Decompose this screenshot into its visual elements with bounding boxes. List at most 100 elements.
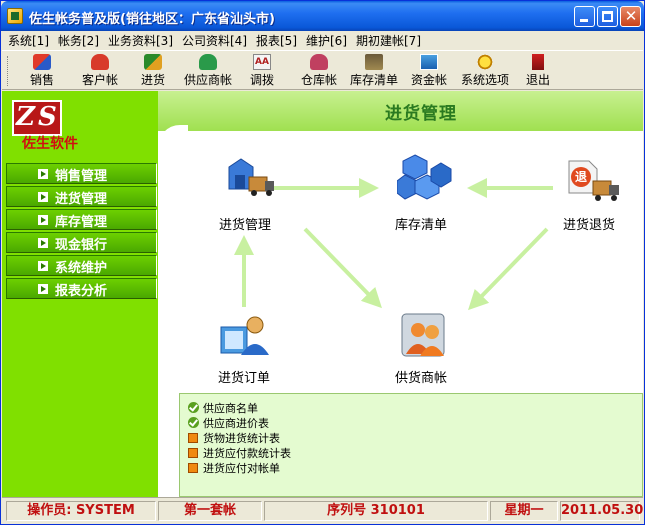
status-weekday: 星期一 [490, 501, 558, 521]
purchase-icon [144, 54, 162, 70]
customer-account-icon [91, 54, 109, 70]
page-title: 进货管理 [385, 104, 457, 124]
warehouse-account-icon [310, 54, 328, 70]
toolbar-exit-label: 退出 [525, 73, 550, 87]
maximize-button[interactable] [597, 6, 618, 27]
toolbar-warehouse-account-button[interactable]: 仓库帐 [296, 54, 342, 88]
sidebar: Z S 佐生软件 销售管理 进货管理 库存管理 现金银行 系统维 [2, 91, 158, 497]
toolbar-customer-account-label: 客户帐 [81, 73, 118, 87]
return-truck-icon [568, 160, 619, 201]
menu-opening-setup[interactable]: 期初建帐[7] [356, 34, 421, 48]
report-link-goods-purchase-stats[interactable]: 货物进货统计表 [188, 431, 280, 445]
app-icon[interactable] [7, 8, 23, 24]
flow-label-order[interactable]: 进货订单 [218, 371, 271, 386]
sidebar-item-sales[interactable]: 销售管理 [6, 163, 157, 184]
logo-letter-s: S [38, 102, 57, 132]
toolbar-grip[interactable] [7, 56, 10, 86]
menu-accounts[interactable]: 帐务[2] [58, 34, 99, 48]
sidebar-item-label: 现金银行 [55, 238, 108, 253]
status-book: 第一套帐 [158, 501, 262, 521]
flow-node-supplier[interactable] [400, 312, 450, 360]
report-link-payables-statement[interactable]: 进货应付对帐单 [188, 461, 280, 475]
menu-bar: 系统[1] 帐务[2] 业务资料[3] 公司资料[4] 报表[5] 维护[6] … [2, 31, 643, 50]
toolbar-supplier-account-button[interactable]: 供应商帐 [182, 54, 234, 88]
report-label: 进货应付款统计表 [203, 446, 291, 460]
toolbar: 销售 客户帐 进货 供应商帐 调拨 仓库帐 库存清单 资金帐 [2, 50, 643, 90]
sidebar-item-label: 系统维护 [55, 261, 108, 276]
window-title: 佐生帐务普及版(销往地区：广东省汕头市) [29, 12, 275, 27]
company-logo: Z S [12, 100, 62, 136]
return-badge: 退 [574, 170, 587, 184]
flow-label-supplier[interactable]: 供货商帐 [395, 371, 448, 386]
maximize-icon [602, 11, 613, 22]
supplier-account-icon [199, 54, 217, 70]
report-label: 供应商进价表 [203, 416, 269, 430]
close-icon: ✕ [624, 7, 638, 25]
flow-node-inventory[interactable] [396, 153, 453, 203]
status-serial: 序列号 310101 [264, 501, 488, 521]
toolbar-customer-account-button[interactable]: 客户帐 [74, 54, 126, 88]
minimize-icon [580, 19, 588, 22]
sidebar-item-purchase[interactable]: 进货管理 [6, 186, 157, 207]
sidebar-item-maintenance[interactable]: 系统维护 [6, 255, 157, 276]
close-button[interactable]: ✕ [620, 6, 641, 27]
arrow-right-icon [38, 284, 48, 294]
fund-account-icon [420, 54, 438, 70]
status-date: 2011.05.30 [560, 501, 643, 521]
report-label: 进货应付对帐单 [203, 461, 280, 475]
reports-gutter [158, 393, 179, 497]
exit-icon [532, 54, 544, 70]
title-bar[interactable]: 佐生帐务普及版(销往地区：广东省汕头市) ✕ [1, 1, 644, 31]
sidebar-item-label: 报表分析 [55, 284, 108, 299]
toolbar-sales-label: 销售 [29, 73, 54, 87]
report-link-payables-stats[interactable]: 进货应付款统计表 [188, 446, 291, 460]
sidebar-item-reports[interactable]: 报表分析 [6, 278, 157, 299]
report-link-supplier-list[interactable]: 供应商名单 [188, 401, 258, 415]
flow-node-order[interactable] [219, 313, 269, 357]
flow-label-purchase[interactable]: 进货管理 [219, 218, 272, 233]
transfer-icon [253, 54, 271, 70]
toolbar-exit-button[interactable]: 退出 [523, 54, 553, 88]
report-link-supplier-price[interactable]: 供应商进价表 [188, 416, 269, 430]
arrow-right-icon [38, 261, 48, 271]
inventory-cubes-icon [396, 154, 452, 200]
sidebar-item-label: 进货管理 [55, 192, 108, 207]
report-label: 货物进货统计表 [203, 431, 280, 445]
report-label: 供应商名单 [203, 401, 258, 415]
toolbar-system-options-button[interactable]: 系统选项 [457, 54, 513, 88]
sales-icon [33, 54, 51, 70]
toolbar-transfer-label: 调拨 [249, 73, 274, 87]
status-bar: 操作员: SYSTEM 第一套帐 序列号 310101 星期一 2011.05.… [2, 497, 643, 524]
flow-label-return[interactable]: 进货退货 [563, 218, 616, 233]
flow-label-inventory[interactable]: 库存清单 [395, 218, 448, 233]
menu-company-data[interactable]: 公司资料[4] [182, 34, 247, 48]
menu-system[interactable]: 系统[1] [8, 34, 49, 48]
toolbar-inventory-list-label: 库存清单 [349, 73, 398, 87]
arrow-right-icon [38, 215, 48, 225]
minimize-button[interactable] [574, 6, 595, 27]
sidebar-item-cash-bank[interactable]: 现金银行 [6, 232, 157, 253]
menu-business-data[interactable]: 业务资料[3] [108, 34, 173, 48]
toolbar-purchase-label: 进货 [140, 73, 165, 87]
check-icon [188, 417, 199, 428]
logo-box [12, 100, 62, 136]
toolbar-purchase-button[interactable]: 进货 [136, 54, 170, 88]
toolbar-fund-account-button[interactable]: 资金帐 [407, 54, 451, 88]
flow-node-return[interactable]: 退 [567, 159, 623, 205]
sidebar-item-inventory[interactable]: 库存管理 [6, 209, 157, 230]
status-operator: 操作员: SYSTEM [6, 501, 156, 521]
sidebar-item-label: 库存管理 [55, 215, 108, 230]
toolbar-inventory-list-button[interactable]: 库存清单 [347, 54, 401, 88]
report-icon [188, 462, 198, 473]
menu-maintenance[interactable]: 维护[6] [306, 34, 347, 48]
menu-reports[interactable]: 报表[5] [256, 34, 297, 48]
arrow-right-icon [38, 192, 48, 202]
reports-panel: 供应商名单 供应商进价表 货物进货统计表 进货应付款统计表 进货应付对帐单 [179, 393, 643, 497]
toolbar-system-options-label: 系统选项 [460, 73, 509, 87]
flow-node-purchase[interactable] [225, 153, 277, 199]
report-icon [188, 432, 198, 443]
toolbar-sales-button[interactable]: 销售 [20, 54, 64, 88]
toolbar-transfer-button[interactable]: 调拨 [246, 54, 278, 88]
warehouse-truck-icon [228, 158, 274, 196]
